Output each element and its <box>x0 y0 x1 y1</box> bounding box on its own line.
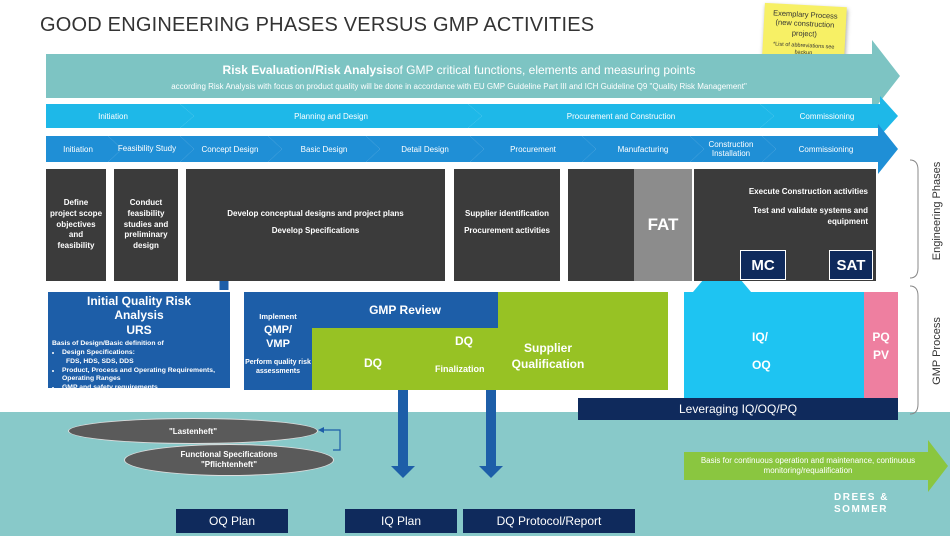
sat-box: SAT <box>829 250 873 280</box>
connector-head <box>318 427 324 433</box>
step-label-2: Feasibility Study <box>117 144 177 154</box>
dq-label-left: DQ <box>364 356 382 370</box>
gmp-review-box: GMP Review <box>312 292 498 328</box>
develop-text-2: Develop Specifications <box>271 226 360 235</box>
perform-label: Perform quality risk assessments <box>245 358 311 375</box>
step-label-9: Commissioning <box>798 144 854 154</box>
risk-banner-title-rest: of GMP critical functions, elements and … <box>392 63 696 77</box>
step-arrow-6 <box>470 136 596 162</box>
develop-box: Develop conceptual designs and project p… <box>186 169 445 281</box>
connector-line <box>320 429 341 451</box>
leveraging-bar: Leveraging IQ/OQ/PQ <box>578 398 898 420</box>
basis-arrow-text: Basis for continuous operation and maint… <box>700 455 916 475</box>
phase-arrow-4 <box>760 96 898 136</box>
brace-engineering <box>909 159 919 279</box>
brace-gmp <box>909 285 919 415</box>
step-label-8: Construction Installation <box>708 139 754 158</box>
step-arrow-8 <box>690 136 776 162</box>
conduct-box: Conduct feasibility studies and prelimin… <box>114 169 178 281</box>
pq-pv-box: PQ PV <box>864 292 898 400</box>
bullet-design-specs: Design Specifications: <box>62 349 226 358</box>
risk-banner-title-bold: Risk Evaluation/Risk Analysis <box>222 63 393 77</box>
pq-label: PQ <box>872 330 890 344</box>
lastenheft-ellipse: "Lastenheft" <box>68 418 318 444</box>
step-label-7: Manufacturing <box>617 144 669 154</box>
execute-text: Execute Construction activities <box>748 187 868 196</box>
mc-box: MC <box>740 250 786 280</box>
drees-sommer-logo: DREES & SOMMER <box>834 492 914 516</box>
bullet-product-requirements: Product, Process and Operating Requireme… <box>62 367 226 385</box>
basis-text: Basis of Design/Basic definition of <box>52 339 164 347</box>
risk-banner-title: Risk Evaluation/Risk Analysis of GMP cri… <box>46 62 872 78</box>
supplier-box: Supplier identification Procurement acti… <box>454 169 560 281</box>
functional-spec-label: Functional Specifications <box>180 450 278 460</box>
risk-banner-arrow <box>46 40 900 112</box>
logo-line-1: DREES & <box>834 492 889 503</box>
basis-arrow <box>684 440 948 492</box>
urs-label: URS <box>126 322 152 337</box>
iq-label: IQ/ <box>752 330 769 344</box>
pflichtenheft-label: "Pflichtenheft" <box>200 460 258 469</box>
down-arrow-dq <box>479 378 503 478</box>
engineering-phases-label: Engineering Phases <box>931 161 943 261</box>
step-arrow-2 <box>108 136 194 162</box>
step-arrow-4 <box>268 136 380 162</box>
bullet-spec-types: FDS, HDS, SDS, DDS <box>66 357 134 365</box>
phase-label-4: Commissioning <box>799 111 855 121</box>
phase-label-2: Planning and Design <box>294 111 368 121</box>
logo-line-2: SOMMER <box>834 504 888 515</box>
step-label-3: Concept Design <box>201 144 259 154</box>
up-arrow-iqoq-inner <box>684 292 722 294</box>
iqoq-overlay <box>684 292 864 400</box>
iqoq-box <box>684 292 864 400</box>
define-box: Define project scope objectives and feas… <box>46 169 106 281</box>
fat-box: FAT <box>634 169 692 281</box>
supplier-text-2: Procurement activities <box>464 226 550 235</box>
functional-spec-ellipse: Functional Specifications "Pflichtenheft… <box>124 444 334 476</box>
step-label-5: Detail Design <box>401 144 449 154</box>
risk-banner-subtitle: according Risk Analysis with focus on pr… <box>171 81 747 91</box>
supplier-text-1: Supplier identification <box>464 209 549 218</box>
test-text: Test and validate systems and equipment <box>752 205 868 226</box>
dq-protocol-box: DQ Protocol/Report <box>463 509 635 533</box>
phase-arrow-3 <box>468 104 774 128</box>
oq-plan-box: OQ Plan <box>176 509 288 533</box>
step-arrow-9 <box>762 124 898 174</box>
implement-label: Implement <box>259 312 297 321</box>
step-arrow-3 <box>180 136 282 162</box>
step-arrow-5 <box>366 136 484 162</box>
gmp-process-label: GMP Process <box>931 317 943 385</box>
oq-label: OQ <box>752 358 771 372</box>
step-label-1: Initiation <box>63 144 93 154</box>
implement-box: Implement QMP/ VMP Perform quality risk … <box>244 292 312 390</box>
step-arrow-1 <box>46 136 122 162</box>
down-arrow-iq <box>391 378 415 478</box>
bullet-gmp-safety: GMP and safety requirements <box>62 384 226 393</box>
pv-label: PV <box>872 348 889 362</box>
phase-arrow-2 <box>180 104 482 128</box>
qmp-vmp-label: QMP/ VMP <box>263 324 293 351</box>
develop-text-1: Develop conceptual designs and project p… <box>227 209 404 218</box>
design-spec-list: Design Specifications: FDS, HDS, SDS, DD… <box>52 349 226 393</box>
initial-qra-box: Initial Quality Risk Analysis URS Basis … <box>46 290 232 393</box>
iq-plan-box: IQ Plan <box>345 509 457 533</box>
supplier-qualification-label: Supplier Qualification <box>511 341 585 372</box>
phase-label-1: Initiation <box>98 111 128 121</box>
page-title: GOOD ENGINEERING PHASES VERSUS GMP ACTIV… <box>40 14 595 36</box>
step-label-4: Basic Design <box>300 144 348 154</box>
step-label-6: Procurement <box>510 144 556 154</box>
finalization-label: Finalization <box>435 364 485 374</box>
dq-label-top: DQ <box>455 334 473 348</box>
iqra-title: Initial Quality Risk Analysis <box>86 294 192 322</box>
phase-arrow-1 <box>46 104 194 128</box>
phase-label-3: Procurement and Construction <box>566 111 676 121</box>
step-arrow-7 <box>582 136 704 162</box>
